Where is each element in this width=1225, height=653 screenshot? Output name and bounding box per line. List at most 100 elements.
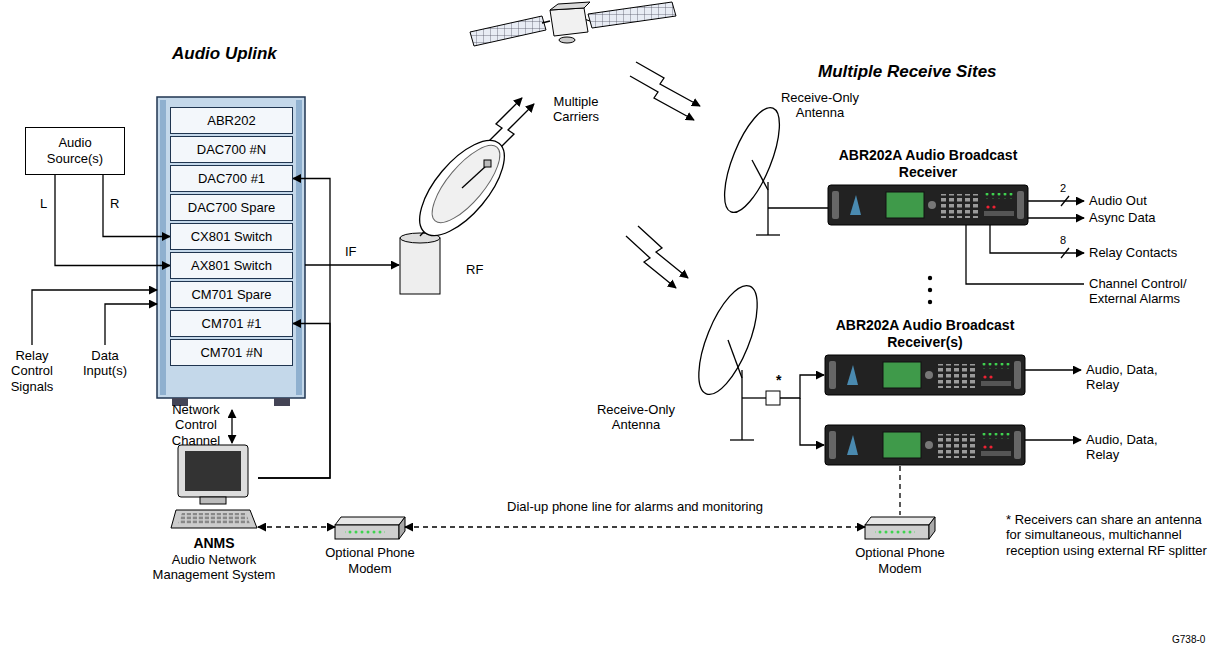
footnote: * Receivers can share an antenna for sim… bbox=[1006, 512, 1220, 558]
node-label: CM701 #N bbox=[200, 345, 262, 361]
rack-module: ABR202 bbox=[170, 107, 293, 134]
rf-splitter bbox=[766, 391, 780, 405]
output-label: Audio, Data, Relay bbox=[1086, 362, 1186, 393]
rf-cable bbox=[768, 207, 828, 208]
antenna-label: Receive-Only Antenna bbox=[588, 402, 684, 433]
signal-connector bbox=[103, 175, 170, 237]
uplink-dish bbox=[421, 136, 510, 233]
rf-cable bbox=[800, 398, 824, 445]
signal-label: Multiple Carriers bbox=[540, 94, 612, 125]
rack-foot bbox=[274, 398, 290, 406]
antenna-pole bbox=[741, 370, 742, 440]
rack-module: CM701 #1 bbox=[170, 310, 293, 337]
rack-rail bbox=[160, 100, 166, 395]
data-input-line bbox=[105, 304, 157, 345]
signal-label: RF bbox=[466, 262, 496, 277]
antenna-base bbox=[730, 439, 754, 440]
satellite-body bbox=[550, 2, 590, 10]
node-heading: Optional Phone Modem bbox=[850, 545, 950, 576]
control-channel-line bbox=[231, 410, 232, 443]
monitor-stand bbox=[200, 497, 226, 504]
section-heading: Audio Uplink bbox=[172, 44, 332, 64]
node-heading: ABR202A Audio Broadcast Receiver(s) bbox=[835, 317, 1015, 351]
monitor bbox=[178, 445, 248, 497]
receiver-unit bbox=[825, 425, 1025, 465]
node-label: ABR202 bbox=[207, 113, 255, 129]
relay-output-line bbox=[990, 225, 1084, 253]
phone-modem: Optional Phone Modem bbox=[335, 516, 405, 540]
rf-bolt bbox=[636, 62, 700, 106]
node-heading: Optional Phone Modem bbox=[320, 545, 420, 576]
phone-modem bbox=[865, 517, 935, 539]
audio-source-box: Audio Source(s) bbox=[25, 127, 125, 175]
node-label: DAC700 #1 bbox=[198, 171, 265, 187]
receiver-unit bbox=[825, 355, 1025, 395]
node-caption: Audio Network Management System bbox=[139, 552, 289, 583]
node-label: CM701 #1 bbox=[202, 316, 262, 332]
control-line bbox=[966, 225, 1084, 284]
rf-bolt bbox=[638, 226, 688, 278]
bus-slash bbox=[1061, 196, 1069, 206]
panel-arm bbox=[542, 21, 550, 23]
phone-modem bbox=[335, 517, 405, 539]
rf-bolt bbox=[626, 236, 676, 288]
node-heading: ANMS bbox=[139, 535, 289, 552]
phone-line bbox=[258, 526, 335, 527]
bus-width: 8 bbox=[1060, 234, 1074, 247]
rf-cable bbox=[742, 397, 766, 398]
antenna-mount bbox=[728, 340, 742, 378]
signal-label: Relay Control Signals bbox=[2, 348, 62, 394]
edge-label: Dial-up phone line for alarms and monito… bbox=[505, 499, 765, 515]
rack-module: CM701 Spare bbox=[170, 281, 293, 308]
phone-modem: Optional Phone Modem bbox=[865, 516, 935, 540]
node-label: DAC700 Spare bbox=[188, 200, 275, 216]
rf-bolt bbox=[630, 76, 694, 120]
output-label: Audio, Data, Relay bbox=[1086, 432, 1186, 463]
relay-input-line bbox=[32, 290, 157, 345]
rack-rail bbox=[296, 100, 302, 395]
edge-label: L bbox=[38, 196, 49, 212]
rack-module: DAC700 #N bbox=[170, 136, 293, 163]
rack-module: DAC700 Spare bbox=[170, 194, 293, 221]
node-label: DAC700 #N bbox=[197, 142, 266, 158]
keyboard bbox=[171, 510, 257, 528]
rack-module: CM701 #N bbox=[170, 339, 293, 366]
footnote-mark: * bbox=[776, 372, 788, 389]
rack-module: AX801 Switch bbox=[170, 252, 293, 279]
phone-line bbox=[405, 526, 865, 527]
ellipsis-dot bbox=[928, 300, 932, 304]
node-label: CM701 Spare bbox=[191, 287, 271, 303]
output-line bbox=[1025, 369, 1081, 370]
output-line bbox=[1025, 439, 1081, 440]
section-heading: Multiple Receive Sites bbox=[818, 62, 1058, 82]
signal-connector bbox=[55, 175, 170, 266]
bus-width: 2 bbox=[1060, 182, 1074, 195]
ellipsis-dot bbox=[928, 276, 932, 280]
satellite-body bbox=[550, 8, 588, 36]
node-label: AX801 Switch bbox=[191, 258, 272, 274]
monitor-screen bbox=[185, 451, 241, 491]
antenna-base bbox=[756, 234, 780, 235]
feed-horn bbox=[484, 160, 491, 167]
output-label: Audio Out bbox=[1089, 193, 1209, 208]
receive-dish bbox=[713, 101, 790, 219]
edge-label: R bbox=[108, 196, 121, 212]
satellite-antenna bbox=[559, 37, 575, 43]
equipment-rack bbox=[157, 97, 305, 398]
node-label: CX801 Switch bbox=[191, 229, 273, 245]
if-line bbox=[305, 264, 399, 265]
rf-cable bbox=[780, 375, 824, 398]
rack-module: CX801 Switch bbox=[170, 223, 293, 250]
feed-arm bbox=[462, 166, 486, 188]
solar-panel bbox=[588, 2, 676, 28]
antenna-mount bbox=[752, 160, 768, 190]
receive-dish bbox=[687, 278, 769, 401]
output-label: Channel Control/ External Alarms bbox=[1089, 276, 1221, 307]
signal-label: IF bbox=[345, 244, 375, 259]
audio-output-line bbox=[1028, 200, 1084, 201]
data-output-line bbox=[1028, 217, 1084, 218]
bus-slash bbox=[1061, 248, 1069, 258]
antenna-pedestal bbox=[400, 238, 440, 294]
output-label: Relay Contacts bbox=[1089, 245, 1209, 260]
solar-panel bbox=[470, 16, 546, 46]
